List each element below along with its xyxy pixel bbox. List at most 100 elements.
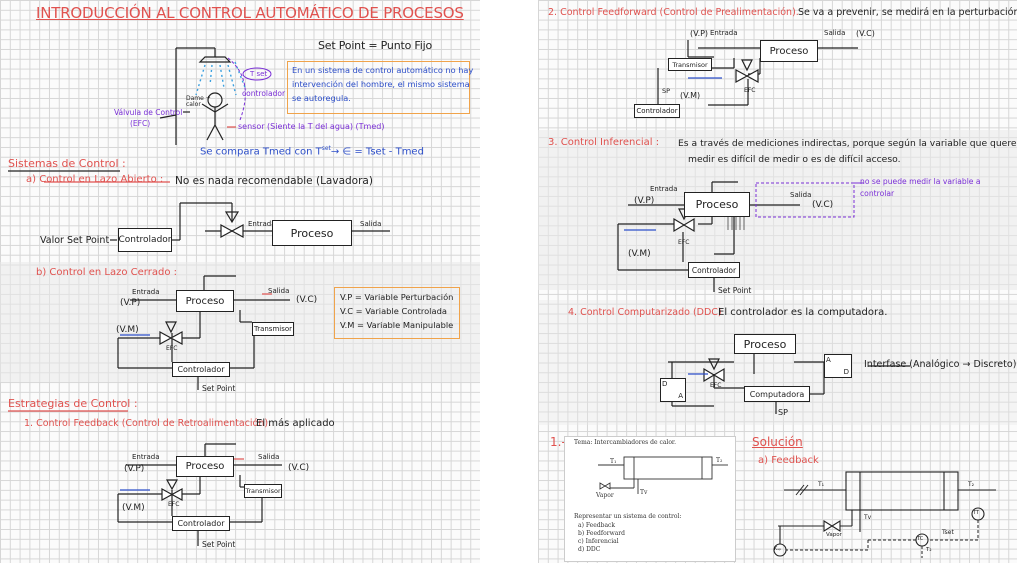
- fb-salida: Salida: [258, 453, 280, 461]
- cl-proceso-box: Proceso: [176, 290, 234, 312]
- inf-vc: (V.C): [812, 200, 834, 210]
- printed-item-d: d) DDC: [578, 546, 601, 553]
- set-point-def: Set Point = Punto Fijo: [318, 39, 432, 52]
- ff-efc: EFC: [744, 87, 756, 94]
- ff-salida: Salida: [824, 29, 846, 37]
- cl-entrada: Entrada: [132, 288, 160, 296]
- fb-transmisor-box: Transmisor: [244, 484, 282, 498]
- page-gutter: [480, 0, 538, 563]
- notebook-page-right: 2. Control Feedforward (Control de Preal…: [538, 0, 1017, 563]
- cl-efc: EFC: [166, 345, 178, 352]
- sol-tcn: T₂: [926, 547, 932, 553]
- legend-box: [334, 287, 460, 339]
- sol-tc: TC: [917, 536, 924, 542]
- fb-vp: (V.P): [124, 464, 145, 474]
- printed-exchanger: [598, 456, 728, 494]
- printed-item-b: b) Feedforward: [578, 530, 625, 537]
- feedback-lines: [117, 443, 282, 546]
- section-sistemas: Sistemas de Control :: [8, 157, 126, 170]
- tset-label: T set: [250, 70, 268, 78]
- inf-note-1: no se puede medir la variable a: [860, 177, 981, 186]
- solution-sketch: [773, 471, 996, 558]
- legend-vm: V.M = Variable Manipulable: [340, 320, 454, 330]
- printed-item-a: a) Feedback: [578, 522, 616, 529]
- closed-loop-lines: [117, 275, 290, 390]
- fb-setpoint: Set Point: [202, 540, 236, 549]
- solucion-feedback: a) Feedback: [758, 455, 819, 466]
- inferencial-line-2: medir es difícil de medir o es de difíci…: [688, 154, 901, 165]
- printed-vapor: Vapor: [596, 492, 614, 499]
- open-valor-setpoint: Valor Set Point: [40, 235, 110, 246]
- cl-controlador-box: Controlador: [172, 362, 230, 377]
- fb-efc: EFC: [168, 501, 180, 508]
- sol-vapor: Vapor: [826, 532, 842, 538]
- dame-calor-bubble: Dame + calor: [186, 95, 211, 108]
- solucion-title: Solución: [752, 435, 803, 449]
- cl-setpoint: Set Point: [202, 384, 236, 393]
- open-loop-lines: [110, 202, 390, 241]
- inferencial-lines: [617, 181, 864, 292]
- ddc-computadora-box: Computadora: [744, 386, 810, 402]
- cl-vc: (V.C): [296, 295, 318, 305]
- section-inferencial: 3. Control Inferencial :: [548, 137, 660, 148]
- ddc-interfase: Interfase (Analógico → Discreto): [864, 359, 1017, 370]
- printed-item-c: c) Inferencial: [578, 538, 619, 545]
- feedforward-note: Se va a prevenir, se medirá en la pertur…: [798, 7, 1017, 18]
- inf-setpoint: Set Point: [718, 286, 752, 295]
- fb-vm: (V.M): [122, 503, 145, 513]
- cl-transmisor-box: Transmisor: [252, 322, 294, 336]
- legend-vp: V.P = Variable Perturbación: [340, 292, 454, 302]
- inferencial-line-1: Es a través de mediciones indirectas, po…: [678, 138, 1017, 149]
- fb-vc: (V.C): [288, 463, 310, 473]
- inf-vm: (V.M): [628, 249, 651, 259]
- printed-t2: T₂: [716, 457, 723, 464]
- sol-tset: Tset: [942, 529, 954, 536]
- valve-label-2: (EFC): [130, 119, 151, 128]
- ff-proceso-box: Proceso: [760, 40, 818, 62]
- inf-salida: Salida: [790, 191, 812, 199]
- ff-sp: SP: [662, 87, 671, 95]
- ddc-sp: SP: [778, 408, 788, 417]
- page-title: INTRODUCCIÓN AL CONTROL AUTOMÁTICO DE PR…: [36, 4, 464, 22]
- note-line-1: En un sistema de control automático no h…: [292, 65, 474, 75]
- printed-tv: Tv: [640, 489, 648, 496]
- sol-t1: T₁: [818, 481, 825, 488]
- ff-vm: (V.M): [680, 91, 701, 100]
- section-a: a) Control en Lazo Abierto :: [26, 174, 164, 185]
- controlador-label: controlador: [242, 89, 286, 98]
- note-box: [287, 61, 470, 114]
- ff-vc: (V.C): [856, 29, 875, 38]
- notebook-page-left: INTRODUCCIÓN AL CONTROL AUTOMÁTICO DE PR…: [0, 0, 480, 563]
- feedback-note: El más aplicado: [256, 418, 335, 429]
- section-feedforward: 2. Control Feedforward (Control de Preal…: [548, 7, 799, 18]
- open-proceso-box: Proceso: [272, 220, 352, 246]
- exercise-number: 1.-: [550, 435, 566, 449]
- inf-note-2: controlar: [860, 189, 895, 198]
- section-feedback: 1. Control Feedback (Control de Retroali…: [24, 418, 272, 429]
- section-ddc: 4. Control Computarizado (DDC): [568, 307, 722, 318]
- note-line-3: se autoregula.: [292, 93, 351, 103]
- shower-sketch: [8, 47, 272, 412]
- valve-label-1: Válvula de Control: [114, 108, 183, 117]
- fb-proceso-box: Proceso: [176, 456, 234, 477]
- inf-vp: (V.P): [634, 196, 655, 206]
- legend-vc: V.C = Variable Controlada: [340, 306, 447, 316]
- inf-efc: EFC: [678, 239, 690, 246]
- ddc-efc: EFC: [710, 382, 722, 389]
- printed-title: Tema: Intercambiadores de calor.: [574, 439, 677, 446]
- cl-salida: Salida: [268, 287, 290, 295]
- open-salida-label: Salida: [360, 220, 382, 228]
- printed-represent: Representar un sistema de control:: [574, 513, 682, 520]
- sensor-label: sensor (Siente la T del agua) (Tmed): [238, 122, 385, 131]
- ff-vp: (V.P): [690, 29, 709, 38]
- sol-tv: Tv: [864, 514, 872, 521]
- ff-controlador-box: Controlador: [634, 104, 680, 118]
- cl-vm: (V.M): [116, 325, 139, 335]
- sol-t2: T₂: [968, 481, 975, 488]
- inf-controlador-box: Controlador: [688, 262, 740, 278]
- ff-entrada: Entrada: [710, 29, 738, 37]
- note-line-2: intervención del hombre, el mismo sistem…: [292, 79, 470, 89]
- fb-controlador-box: Controlador: [172, 516, 230, 531]
